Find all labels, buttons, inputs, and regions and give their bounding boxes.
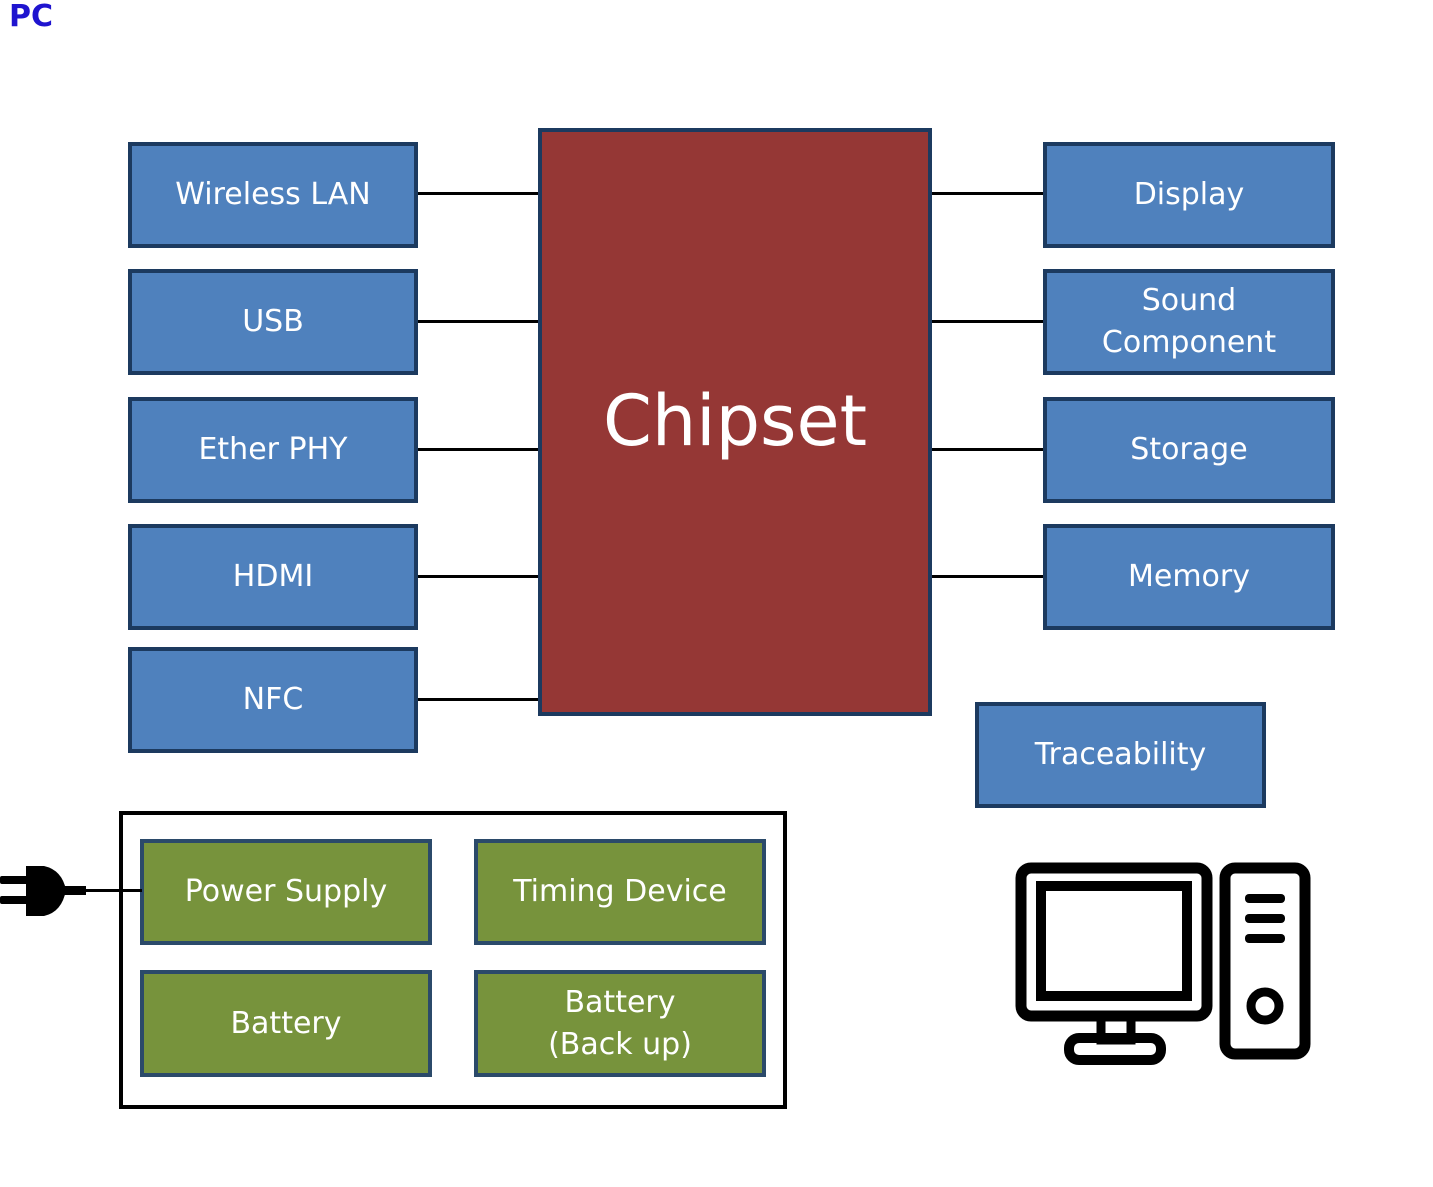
box-sound-component: Sound Component xyxy=(1043,269,1335,375)
box-chipset: Chipset xyxy=(538,128,932,716)
page-title: PC xyxy=(9,0,54,34)
connector-hdmi xyxy=(416,575,542,578)
box-traceability: Traceability xyxy=(975,702,1266,808)
box-display: Display xyxy=(1043,142,1335,248)
power-group-frame xyxy=(119,811,787,1109)
connector-usb xyxy=(416,320,542,323)
box-storage: Storage xyxy=(1043,397,1335,503)
connector-storage xyxy=(928,448,1046,451)
box-usb: USB xyxy=(128,269,418,375)
box-wireless-lan: Wireless LAN xyxy=(128,142,418,248)
box-hdmi: HDMI xyxy=(128,524,418,630)
box-power-supply: Power Supply xyxy=(140,839,432,945)
connector-ether-phy xyxy=(416,448,542,451)
box-timing-device: Timing Device xyxy=(474,839,766,945)
box-battery: Battery xyxy=(140,970,432,1077)
box-nfc: NFC xyxy=(128,647,418,753)
desktop-computer-icon xyxy=(1015,862,1311,1065)
connector-sound-component xyxy=(928,320,1046,323)
connector-memory xyxy=(928,575,1046,578)
connector-display xyxy=(928,192,1046,195)
power-plug-icon xyxy=(0,866,142,916)
box-battery-backup: Battery (Back up) xyxy=(474,970,766,1077)
connector-wireless-lan xyxy=(416,192,542,195)
box-ether-phy: Ether PHY xyxy=(128,397,418,503)
box-memory: Memory xyxy=(1043,524,1335,630)
connector-nfc xyxy=(416,698,542,701)
